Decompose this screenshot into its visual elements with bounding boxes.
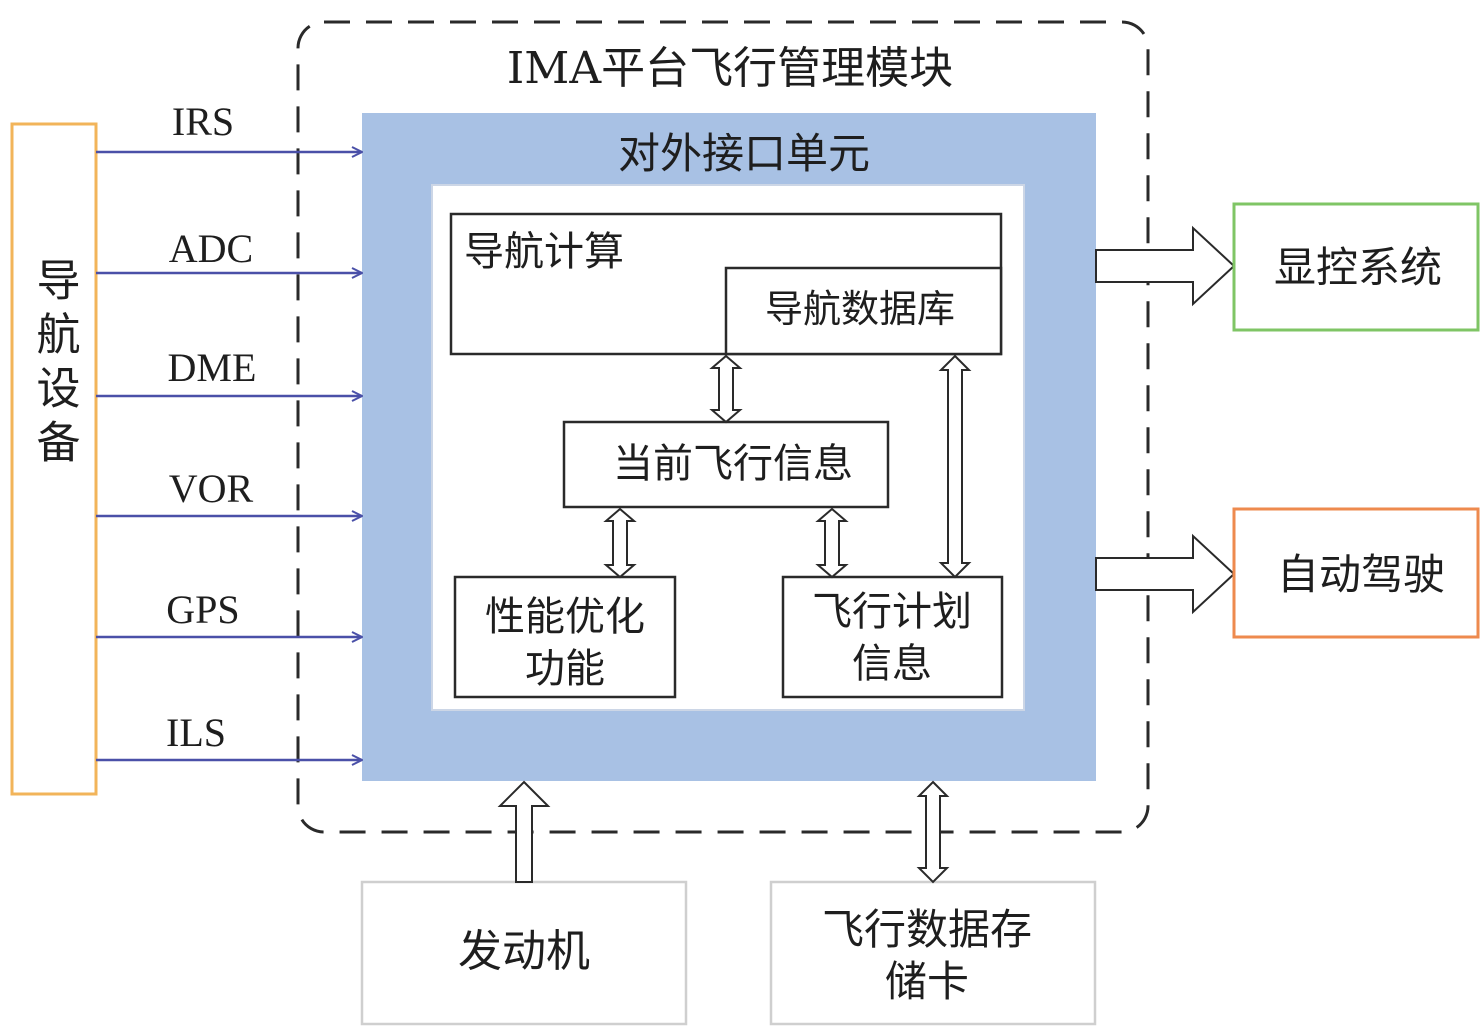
current-flight-info-box xyxy=(562,420,890,509)
data-card-label-line1: 飞行数据存 xyxy=(822,905,1032,954)
signal-gps: GPS xyxy=(96,587,362,637)
arrow-current-plan xyxy=(815,507,849,579)
data-card-box xyxy=(769,880,1097,1026)
display-system-box xyxy=(1232,202,1480,332)
flight-plan-label-line2: 信息 xyxy=(852,641,932,687)
signal-adc: ADC xyxy=(96,226,362,273)
signal-irs: IRS xyxy=(96,99,362,152)
flight-plan-label-line1: 飞行计划 xyxy=(812,589,972,635)
display-system-label: 显控系统 xyxy=(1274,243,1442,292)
arrow-engine-to-module xyxy=(497,780,551,883)
flight-plan-box xyxy=(781,575,1004,699)
signal-vor: VOR xyxy=(96,466,362,516)
nav-calc-label: 导航计算 xyxy=(464,229,624,275)
module-title: IMA平台飞行管理模块 xyxy=(507,43,953,94)
signal-vor-label: VOR xyxy=(169,466,254,511)
signal-ils: ILS xyxy=(96,710,362,760)
perf-opt-label-line2: 功能 xyxy=(525,646,605,692)
nav-database-box xyxy=(724,266,1003,356)
signal-irs-label: IRS xyxy=(172,99,234,144)
signal-gps-label: GPS xyxy=(166,587,239,632)
arrow-module-datacard xyxy=(916,780,950,884)
interface-unit-title: 对外接口单元 xyxy=(618,129,870,178)
arrow-navdb-plan xyxy=(938,354,972,579)
signal-ils-label: ILS xyxy=(166,710,226,755)
arrow-navdb-current xyxy=(709,354,743,424)
perf-opt-box xyxy=(453,575,677,699)
signal-adc-label: ADC xyxy=(169,226,253,271)
signal-dme: DME xyxy=(96,345,362,396)
ima-module-boundary xyxy=(296,20,1150,834)
signal-dme-label: DME xyxy=(168,345,257,390)
arrow-to-display xyxy=(1095,225,1236,307)
autopilot-label: 自动驾驶 xyxy=(1277,550,1445,599)
autopilot-box xyxy=(1232,507,1480,639)
perf-opt-label-line1: 性能优化 xyxy=(485,594,645,640)
nav-device-box xyxy=(10,122,98,796)
nav-database-label: 导航数据库 xyxy=(765,287,955,331)
current-flight-info-label: 当前飞行信息 xyxy=(613,441,853,487)
arrow-to-autopilot xyxy=(1095,533,1236,615)
data-card-label-line2: 储卡 xyxy=(885,957,969,1006)
engine-label: 发动机 xyxy=(458,926,590,977)
arrow-current-perf xyxy=(603,507,637,579)
nav-device-label: 导航设备 xyxy=(29,257,80,473)
engine-box xyxy=(360,880,688,1026)
